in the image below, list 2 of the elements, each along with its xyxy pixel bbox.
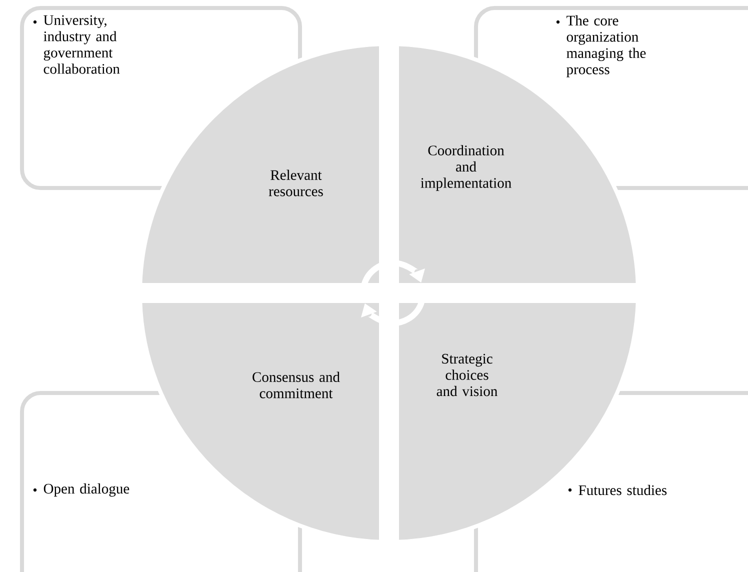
quadrant-sector: Consensus and commitment xyxy=(138,299,383,544)
quadrant-sector: Relevant resources xyxy=(138,42,383,287)
